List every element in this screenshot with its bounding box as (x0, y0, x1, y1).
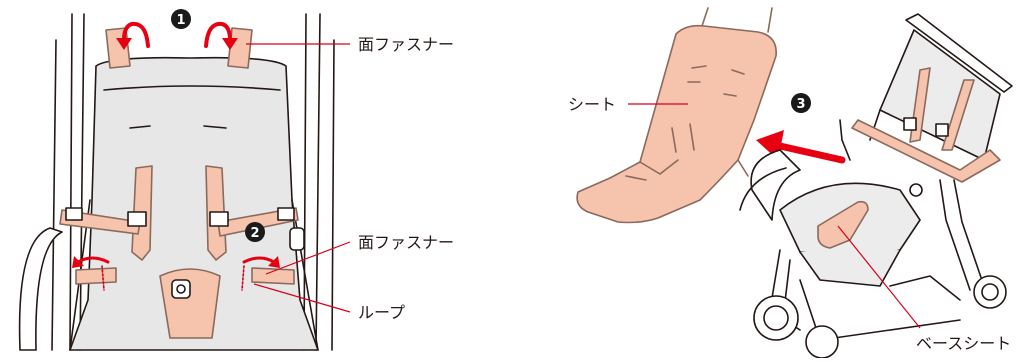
removable-seat-pad (576, 7, 777, 224)
step-badge-1: 1 (171, 9, 191, 29)
leader-loop (253, 283, 351, 313)
leader-velcro-side (265, 241, 351, 275)
step2-arrows (76, 256, 276, 264)
wheel-rear (973, 275, 1007, 309)
leader-base-seat (837, 225, 921, 329)
left-stroller-closeup (18, 13, 335, 351)
svg-text:3: 3 (796, 97, 805, 112)
step1-arrows (122, 21, 232, 48)
leader-lines-left (246, 43, 351, 313)
wheel-front-right (805, 325, 839, 359)
label-base-seat: ベースシート (916, 334, 1011, 353)
step-badge-2: 2 (245, 222, 265, 242)
label-seat: シート (568, 95, 616, 114)
leader-lines-right (628, 103, 921, 329)
stroller-body (739, 13, 1013, 359)
step1-arrowhead-left (116, 38, 132, 50)
label-velcro-side: 面ファスナー (358, 233, 454, 252)
step-badge-3: 3 (791, 93, 811, 113)
top-velcro-strap-right (227, 27, 253, 69)
wheel-front-left (753, 295, 799, 341)
svg-text:1: 1 (176, 13, 185, 28)
label-loop: ループ (358, 303, 405, 322)
svg-text:2: 2 (250, 226, 259, 241)
label-velcro-top: 面ファスナー (358, 35, 454, 54)
step1-arrowhead-right (222, 38, 238, 50)
crotch-buckle (159, 268, 221, 339)
